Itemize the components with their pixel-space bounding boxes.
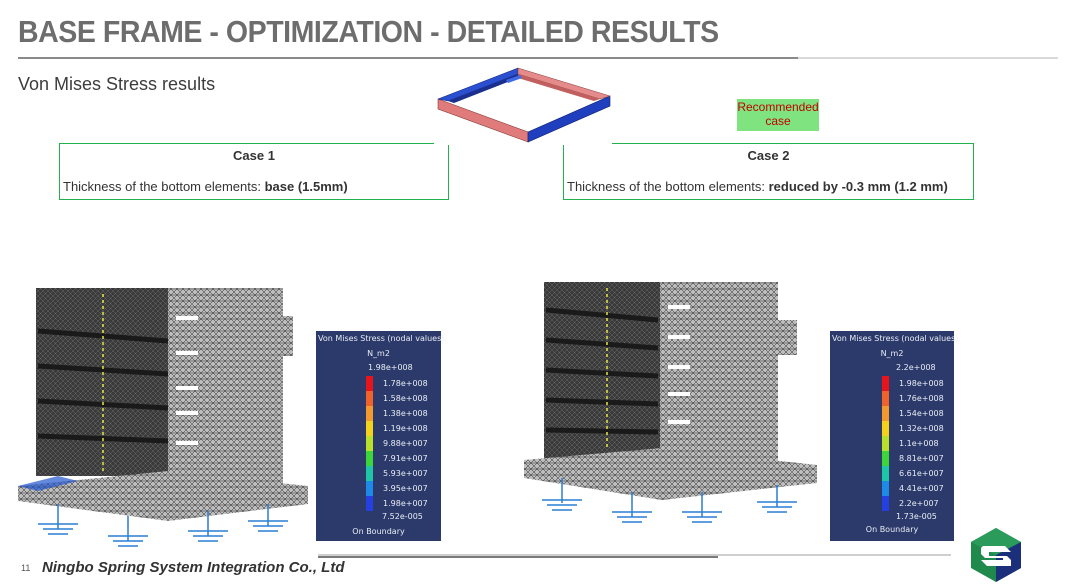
- legend-1-value: 1.78e+008: [383, 379, 428, 388]
- legend-1-title: Von Mises Stress (nodal values).: [318, 334, 447, 343]
- case-1-description: Thickness of the bottom elements: base (…: [63, 179, 348, 194]
- legend-1-row: 7.91e+007: [366, 451, 428, 466]
- case-2-description: Thickness of the bottom elements: reduce…: [567, 179, 948, 194]
- legend-1-swatch: [366, 436, 373, 451]
- legend-2-value: 1.98e+008: [899, 379, 944, 388]
- legend-2-value: 1.32e+008: [899, 424, 944, 433]
- stress-legend-case-2: Von Mises Stress (nodal values). N_m2 2.…: [830, 331, 961, 541]
- case-2-desc-label: Thickness of the bottom elements:: [567, 179, 769, 194]
- legend-1-row: 1.98e+007: [366, 496, 428, 511]
- footer-divider-accent: [318, 556, 718, 558]
- legend-1-max: 1.98e+008: [368, 363, 413, 372]
- case-1-desc-value: base (1.5mm): [264, 179, 348, 194]
- legend-2-value: 1.1e+008: [899, 439, 939, 448]
- legend-1-unit: N_m2: [367, 349, 390, 358]
- company-logo-icon: [971, 528, 1021, 582]
- base-frame-3d-icon: [437, 67, 611, 143]
- legend-2-swatch: [882, 406, 889, 421]
- legend-1-value: 7.91e+007: [383, 454, 428, 463]
- case-1-box: Case 1 Thickness of the bottom elements:…: [59, 143, 449, 200]
- legend-2-row: 1.98e+008: [882, 376, 944, 391]
- legend-1-footer: On Boundary: [352, 527, 405, 536]
- legend-1-value: 1.98e+007: [383, 499, 428, 508]
- legend-2-swatch: [882, 451, 889, 466]
- page-title: BASE FRAME - OPTIMIZATION - DETAILED RES…: [18, 14, 719, 49]
- legend-2-row: 1.1e+008: [882, 436, 939, 451]
- legend-1-value: 1.38e+008: [383, 409, 428, 418]
- legend-1-value: 1.58e+008: [383, 394, 428, 403]
- legend-2-value: 6.61e+007: [899, 469, 944, 478]
- legend-1-value: 9.88e+007: [383, 439, 428, 448]
- footer-divider: [318, 554, 951, 556]
- case-2-border-gap: [562, 141, 612, 145]
- case-2-title: Case 2: [747, 148, 790, 163]
- legend-2-value: 8.81e+007: [899, 454, 944, 463]
- legend-2-row: 1.32e+008: [882, 421, 944, 436]
- legend-1-value: 5.93e+007: [383, 469, 428, 478]
- legend-2-swatch: [882, 481, 889, 496]
- legend-2-row: 4.41e+007: [882, 481, 944, 496]
- legend-1-swatch: [366, 406, 373, 421]
- legend-1-swatch: [366, 466, 373, 481]
- legend-2-swatch: [882, 496, 889, 511]
- legend-1-swatch: [366, 481, 373, 496]
- legend-1-swatch: [366, 421, 373, 436]
- legend-1-row: 1.19e+008: [366, 421, 428, 436]
- legend-2-value: 4.41e+007: [899, 484, 944, 493]
- legend-2-swatch: [882, 391, 889, 406]
- legend-2-min: 1.73e-005: [896, 512, 937, 521]
- legend-2-swatch: [882, 466, 889, 481]
- legend-1-row: 3.95e+007: [366, 481, 428, 496]
- legend-2-row: 1.76e+008: [882, 391, 944, 406]
- legend-1-swatch: [366, 391, 373, 406]
- legend-1-swatch: [366, 376, 373, 391]
- legend-2-row: 1.54e+008: [882, 406, 944, 421]
- legend-2-title: Von Mises Stress (nodal values).: [832, 334, 961, 343]
- case-1-desc-label: Thickness of the bottom elements:: [63, 179, 265, 194]
- case-2-box: Case 2 Thickness of the bottom elements:…: [563, 143, 974, 200]
- fea-mesh-case-2: [524, 282, 817, 523]
- legend-1-swatch: [366, 451, 373, 466]
- legend-2-swatch: [882, 376, 889, 391]
- page-number: 11: [21, 563, 31, 573]
- recommended-badge: Recommended case: [737, 99, 819, 131]
- legend-1-row: 9.88e+007: [366, 436, 428, 451]
- legend-2-max: 2.2e+008: [896, 363, 936, 372]
- legend-2-row: 8.81e+007: [882, 451, 944, 466]
- legend-2-row: 6.61e+007: [882, 466, 944, 481]
- legend-2-unit: N_m2: [880, 349, 904, 358]
- legend-2-row: 2.2e+007: [882, 496, 939, 511]
- legend-1-min: 7.52e-005: [382, 512, 423, 521]
- section-subtitle: Von Mises Stress results: [18, 74, 216, 94]
- legend-2-value: 1.54e+008: [899, 409, 944, 418]
- fea-mesh-case-1: [18, 288, 308, 547]
- legend-1-row: 5.93e+007: [366, 466, 428, 481]
- title-divider-accent: [18, 57, 798, 59]
- legend-1-swatch: [366, 496, 373, 511]
- legend-2-value: 1.76e+008: [899, 394, 944, 403]
- legend-1-value: 3.95e+007: [383, 484, 428, 493]
- case-2-desc-value: reduced by -0.3 mm (1.2 mm): [768, 179, 948, 194]
- legend-2-swatch: [882, 421, 889, 436]
- legend-2-swatch: [882, 436, 889, 451]
- stress-legend-case-1: Von Mises Stress (nodal values). N_m2 1.…: [316, 331, 447, 541]
- legend-1-row: 1.38e+008: [366, 406, 428, 421]
- legend-2-value: 2.2e+007: [899, 499, 939, 508]
- legend-1-value: 1.19e+008: [383, 424, 428, 433]
- case-1-border-gap: [434, 141, 450, 145]
- legend-1-row: 1.78e+008: [366, 376, 428, 391]
- legend-2-footer: On Boundary: [865, 525, 919, 534]
- case-1-title: Case 1: [233, 148, 275, 163]
- company-name: Ningbo Spring System Integration Co., Lt…: [42, 559, 345, 576]
- legend-1-row: 1.58e+008: [366, 391, 428, 406]
